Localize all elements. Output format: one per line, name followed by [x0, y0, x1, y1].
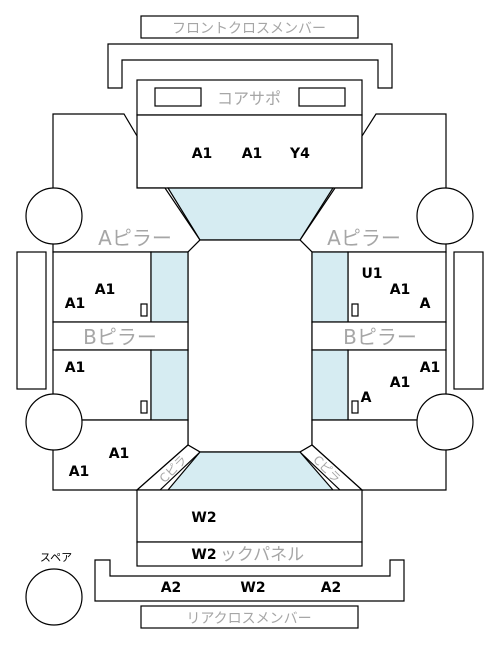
- left-rear-door-handle[interactable]: [140, 400, 148, 414]
- front-cross-member-label: フロントクロスメンバー: [172, 21, 326, 37]
- left-headlight[interactable]: [154, 87, 202, 107]
- right-front-door-handle[interactable]: [351, 303, 359, 317]
- core-support-label: コアサポ: [217, 89, 281, 108]
- rear-bumper-code-3: A2: [321, 580, 342, 596]
- right-front-door-code-3: A: [420, 296, 431, 312]
- right-front-door-code-2: A1: [390, 282, 411, 298]
- trunk-code: W2: [191, 510, 216, 526]
- hood-code-2: A1: [242, 146, 263, 162]
- b-pillar-right[interactable]: [311, 321, 447, 351]
- left-front-door-code-2: A1: [65, 296, 86, 312]
- left-front-wheel[interactable]: [25, 187, 83, 245]
- right-rear-door-code-2: A1: [390, 375, 411, 391]
- left-front-door-code-1: A1: [95, 282, 116, 298]
- right-front-door-code-1: U1: [361, 266, 382, 282]
- right-front-door[interactable]: [347, 251, 447, 323]
- back-panel-code: W2: [191, 547, 216, 563]
- b-pillar-right-label: Bピラー: [343, 325, 417, 349]
- right-rear-door-handle[interactable]: [351, 400, 359, 414]
- right-rear-door-code-3: A: [361, 390, 372, 406]
- hood-code-3: Y4: [289, 146, 310, 162]
- right-headlight[interactable]: [298, 87, 346, 107]
- right-front-window[interactable]: [311, 251, 349, 323]
- left-front-door-handle[interactable]: [140, 303, 148, 317]
- right-rear-wheel[interactable]: [416, 393, 474, 451]
- roof[interactable]: [187, 239, 313, 453]
- b-pillar-left-label: Bピラー: [83, 325, 157, 349]
- left-front-door[interactable]: [52, 251, 152, 323]
- left-rear-window[interactable]: [150, 349, 189, 421]
- b-pillar-left[interactable]: [52, 321, 189, 351]
- left-front-window[interactable]: [150, 251, 189, 323]
- left-rear-door-code: A1: [65, 360, 86, 376]
- rear-bumper[interactable]: [94, 559, 405, 602]
- back-panel[interactable]: [136, 541, 363, 567]
- left-quarter-code-2: A1: [69, 464, 90, 480]
- left-rocker-panel[interactable]: [16, 251, 47, 390]
- left-rear-wheel[interactable]: [25, 393, 83, 451]
- left-quarter-code-1: A1: [109, 446, 130, 462]
- trunk-lid[interactable]: [136, 489, 363, 543]
- a-pillar-left-label: Aピラー: [98, 226, 172, 250]
- hood-code-1: A1: [192, 146, 213, 162]
- back-panel-label: ックパネル: [220, 545, 304, 565]
- right-front-wheel[interactable]: [416, 187, 474, 245]
- right-rear-door-code-1: A1: [420, 360, 441, 376]
- front-cross-member-box: [140, 15, 359, 39]
- spare-tire[interactable]: [25, 568, 83, 626]
- rear-cross-member-label: リアクロスメンバー: [186, 611, 311, 627]
- rear-bumper-code-1: A2: [161, 580, 182, 596]
- rear-cross-member-box: [140, 605, 359, 629]
- right-rear-window[interactable]: [311, 349, 349, 421]
- right-rocker-panel[interactable]: [453, 251, 484, 390]
- rear-bumper-code-2: W2: [240, 580, 265, 596]
- front-bumper[interactable]: [107, 43, 393, 89]
- a-pillar-right-label: Aピラー: [327, 226, 401, 250]
- spare-label: スペア: [40, 551, 72, 564]
